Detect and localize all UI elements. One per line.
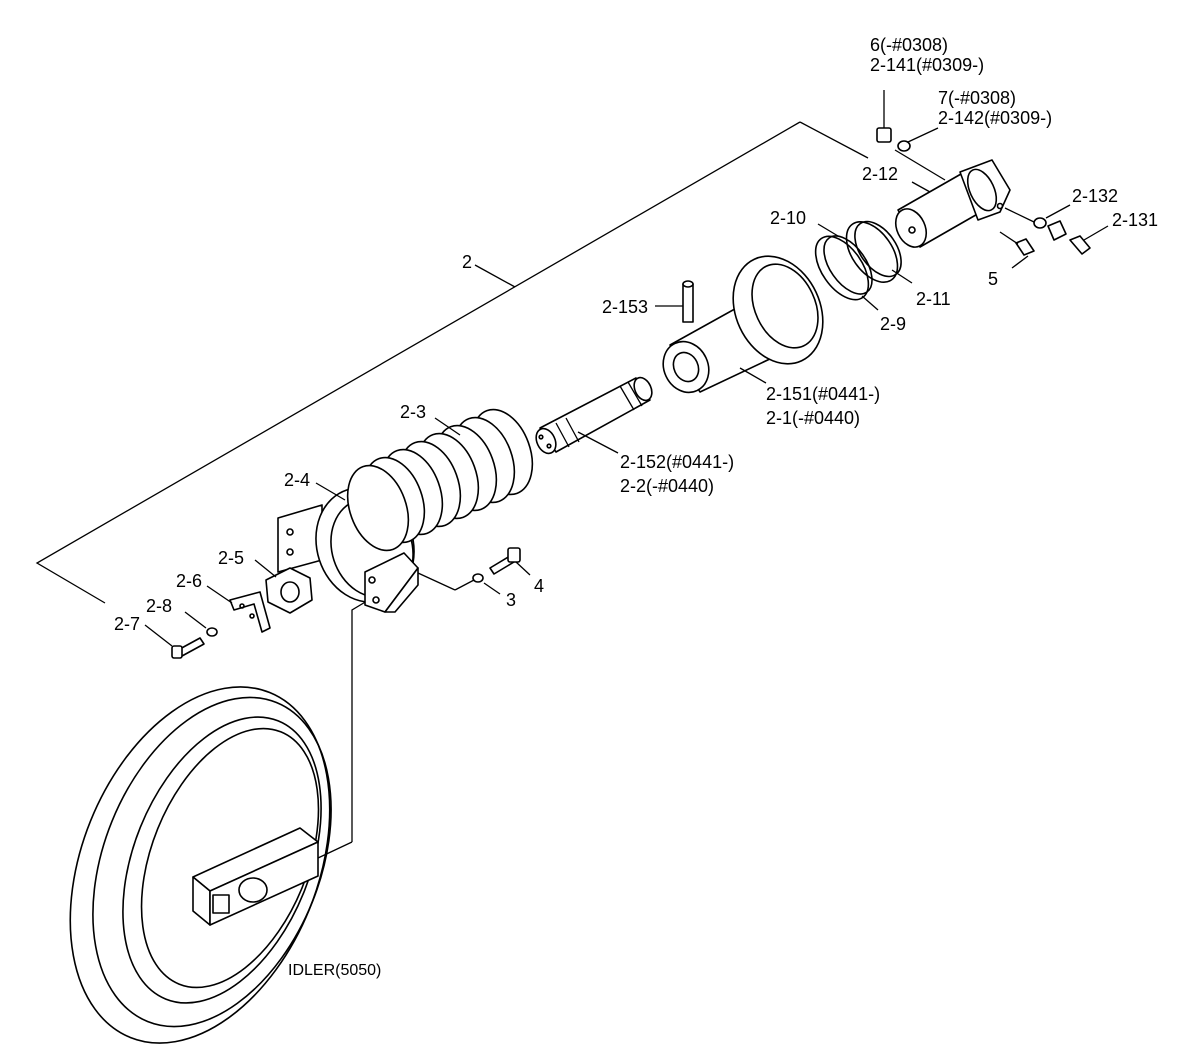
label-2-11: 2-11 <box>916 289 951 309</box>
label-2-2: 2-2(-#0440) <box>620 476 714 496</box>
label-2-6: 2-6 <box>176 571 202 591</box>
assembly-bracket <box>35 121 869 604</box>
label-2-3: 2-3 <box>400 402 426 422</box>
label-6: 6(-#0308) <box>870 35 948 55</box>
o-rings <box>814 220 902 301</box>
cylinder-part <box>662 255 824 394</box>
label-2-131: 2-131 <box>1112 210 1158 230</box>
idler-wheel <box>69 597 373 1044</box>
label-2-151: 2-151(#0441-) <box>766 384 880 404</box>
label-2-7: 2-7 <box>114 614 140 634</box>
rod-part <box>535 376 653 455</box>
label-7: 7(-#0308) <box>938 88 1016 108</box>
label-2-4: 2-4 <box>284 470 310 490</box>
label-2: 2 <box>462 252 472 272</box>
grease-cylinder <box>894 159 1011 248</box>
label-idler: IDLER(5050) <box>288 962 381 979</box>
label-2-1: 2-1(-#0440) <box>766 408 860 428</box>
label-2-10: 2-10 <box>770 208 806 228</box>
label-2-141: 2-141(#0309-) <box>870 55 984 75</box>
label-2-9: 2-9 <box>880 314 906 334</box>
label-2-132: 2-132 <box>1072 186 1118 206</box>
label-2-153: 2-153 <box>602 297 648 317</box>
label-5: 5 <box>988 269 998 289</box>
label-4: 4 <box>534 576 544 596</box>
label-3: 3 <box>506 590 516 610</box>
label-2-152: 2-152(#0441-) <box>620 452 734 472</box>
recoil-spring <box>346 408 534 552</box>
label-2-12: 2-12 <box>862 164 898 184</box>
part-labels: 6(-#0308) 2-141(#0309-) 7(-#0308) 2-142(… <box>114 35 1158 979</box>
fittings <box>144 90 1109 659</box>
label-2-8: 2-8 <box>146 596 172 616</box>
label-2-142: 2-142(#0309-) <box>938 108 1052 128</box>
label-2-5: 2-5 <box>218 548 244 568</box>
